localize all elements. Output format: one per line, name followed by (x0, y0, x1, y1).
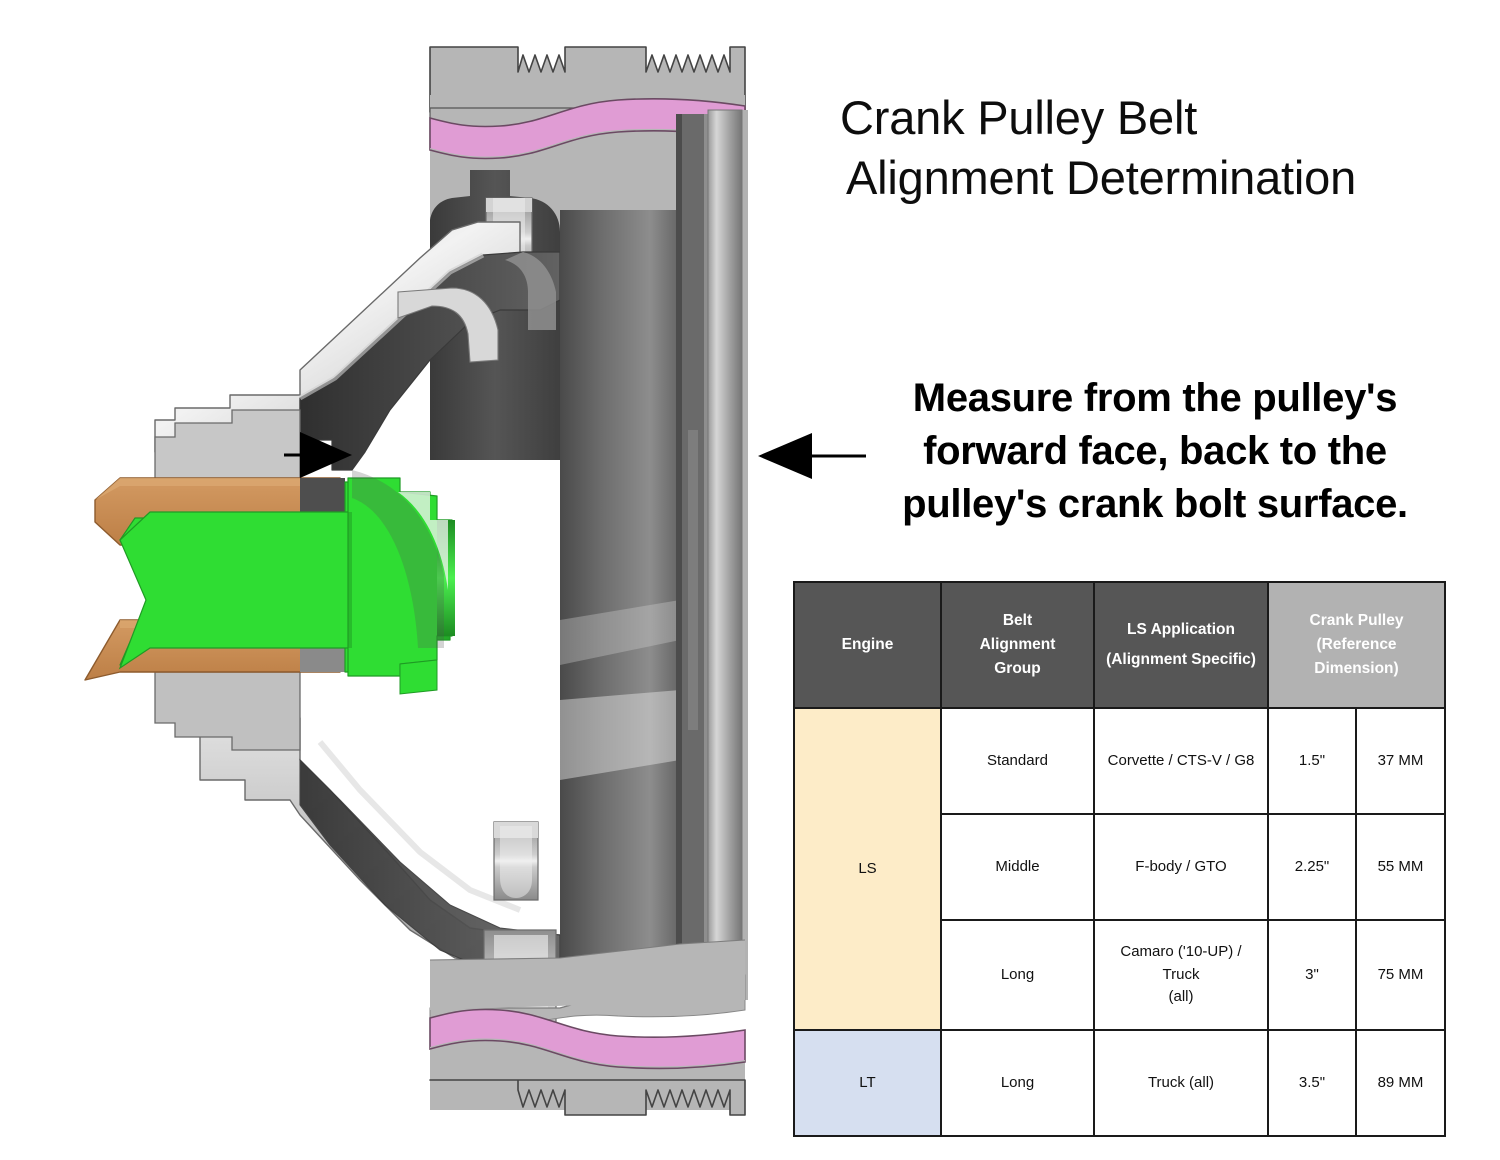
cell-dimension-mm: 37 MM (1354, 707, 1447, 815)
page-title: Crank Pulley Belt Alignment Determinatio… (840, 88, 1490, 208)
table-row: LT Long Truck (all) 3.5" 89 MM (793, 1029, 1447, 1137)
hub-fillet-top (397, 287, 499, 363)
cell-dimension-mm: 75 MM (1354, 919, 1447, 1031)
cell-belt-group: Long (940, 919, 1095, 1031)
cell-belt-group: Standard (940, 707, 1095, 815)
cell-dimension-inches: 3.5" (1267, 1029, 1357, 1137)
crank-pulley-cross-section-drawing (84, 46, 748, 1116)
header-belt-alignment-group: Belt Alignment Group (940, 581, 1095, 709)
header-ls-application: LS Application (Alignment Specific) (1093, 581, 1269, 709)
cell-ls-application: Corvette / CTS-V / G8 (1093, 707, 1269, 815)
page-title-line1: Crank Pulley Belt (840, 91, 1198, 144)
forward-face-arrow (284, 432, 352, 478)
header-engine: Engine (793, 581, 942, 709)
cell-ls-application: Camaro ('10-UP) / Truck (all) (1093, 919, 1269, 1031)
header-crank-pulley-reference-dimension: Crank Pulley (Reference Dimension) (1266, 581, 1447, 709)
pulley-center-body (560, 210, 680, 960)
cell-dimension-mm: 89 MM (1354, 1029, 1447, 1137)
hub-counterbore-bottom (493, 821, 539, 901)
callout-line1: Measure from the pulley's (912, 376, 1398, 420)
cell-dimension-inches: 3" (1267, 919, 1357, 1031)
table-row: Middle F-body / GTO 2.25" 55 MM (794, 813, 1447, 921)
cell-dimension-inches: 2.25" (1267, 813, 1357, 921)
pulley-bottom-belt-grooves (429, 1079, 746, 1116)
table-row: LS Standard Corvette / CTS-V / G8 1.5" 3… (793, 707, 1447, 1031)
measurement-callout: Measure from the pulley's forward face, … (855, 372, 1455, 530)
cell-dimension-inches: 1.5" (1267, 707, 1357, 815)
cell-ls-application: Truck (all) (1093, 1029, 1269, 1137)
crank-bolt-surface-arrow (758, 433, 866, 479)
cell-engine-group-lt: LT (793, 1029, 942, 1137)
cell-engine-group-ls: LS (793, 707, 942, 1031)
belt-alignment-spec-table: Engine Belt Alignment Group LS Applicati… (793, 581, 1447, 1137)
cell-ls-application: F-body / GTO (1093, 813, 1269, 921)
table-row: Long Camaro ('10-UP) / Truck (all) 3" 75… (794, 919, 1447, 1031)
callout-line3: pulley's crank bolt surface. (902, 481, 1408, 526)
callout-line2: forward face, back to the (923, 428, 1387, 473)
cell-dimension-mm: 55 MM (1354, 813, 1447, 921)
pulley-outer-rim-face (680, 109, 748, 1001)
page-title-line2: Alignment Determination (846, 151, 1357, 205)
cell-belt-group: Middle (940, 813, 1095, 921)
table-header-row: Engine Belt Alignment Group LS Applicati… (793, 581, 1447, 709)
cell-belt-group: Long (940, 1029, 1095, 1137)
